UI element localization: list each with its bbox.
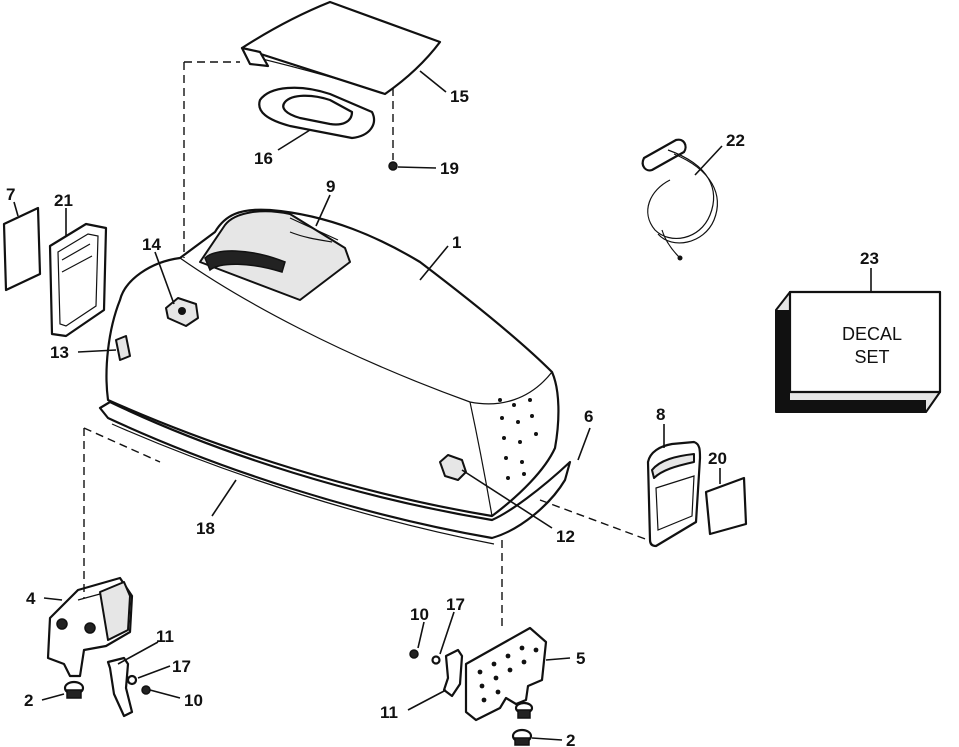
screw-19 — [388, 161, 398, 171]
clip-11b — [442, 648, 464, 698]
callout-2a: 2 — [24, 691, 33, 710]
washer-17a — [126, 674, 138, 686]
callout-20: 20 — [708, 449, 727, 468]
callout-11a: 11 — [156, 627, 174, 646]
bracket-4 — [46, 576, 134, 678]
grommet-2a — [63, 680, 85, 699]
callout-17a: 17 — [446, 595, 465, 614]
grommet-5-bottom — [514, 701, 534, 719]
callout-2b: 2 — [566, 731, 575, 747]
callout-15: 15 — [450, 87, 469, 106]
callout-5: 5 — [576, 649, 585, 668]
plate-8 — [646, 440, 702, 548]
washer-17b — [431, 655, 441, 665]
bracket-5 — [464, 626, 548, 722]
leader-lines — [13, 70, 872, 741]
callout-4: 4 — [26, 589, 36, 608]
plate-21 — [48, 222, 108, 338]
decal-box-line2: SET — [854, 347, 889, 367]
callout-18: 18 — [196, 519, 215, 538]
grommet-2b — [511, 728, 533, 746]
callout-21: 21 — [54, 191, 73, 210]
decal-20 — [704, 476, 748, 536]
decal-set-box — [775, 290, 942, 413]
screw-10a — [141, 685, 151, 695]
cable-22 — [641, 138, 718, 261]
decal-box-line1: DECAL — [842, 324, 902, 344]
callout-10b: 10 — [184, 691, 203, 710]
callout-19: 19 — [440, 159, 459, 178]
clip-11a — [106, 656, 134, 718]
lid-gasket — [258, 86, 376, 140]
decal-7 — [2, 206, 42, 292]
callout-12: 12 — [556, 527, 575, 546]
callout-8: 8 — [656, 405, 665, 424]
callout-17b: 17 — [172, 657, 191, 676]
callout-14: 14 — [142, 235, 161, 254]
assembly-lines — [83, 61, 649, 628]
callout-23: 23 — [860, 249, 879, 268]
callouts: 1 2 2 4 5 6 7 8 9 10 10 11 11 12 13 14 1… — [6, 87, 879, 747]
callout-10a: 10 — [410, 605, 429, 624]
callout-9: 9 — [326, 177, 335, 196]
callout-13: 13 — [50, 343, 69, 362]
callout-16: 16 — [254, 149, 273, 168]
top-lid — [240, 0, 442, 96]
callout-6: 6 — [584, 407, 593, 426]
engine-cover — [98, 208, 572, 545]
callout-11b: 11 — [380, 703, 398, 722]
callout-7: 7 — [6, 185, 15, 204]
callout-22: 22 — [726, 131, 745, 150]
callout-1: 1 — [452, 233, 461, 252]
screw-10b — [409, 649, 419, 659]
